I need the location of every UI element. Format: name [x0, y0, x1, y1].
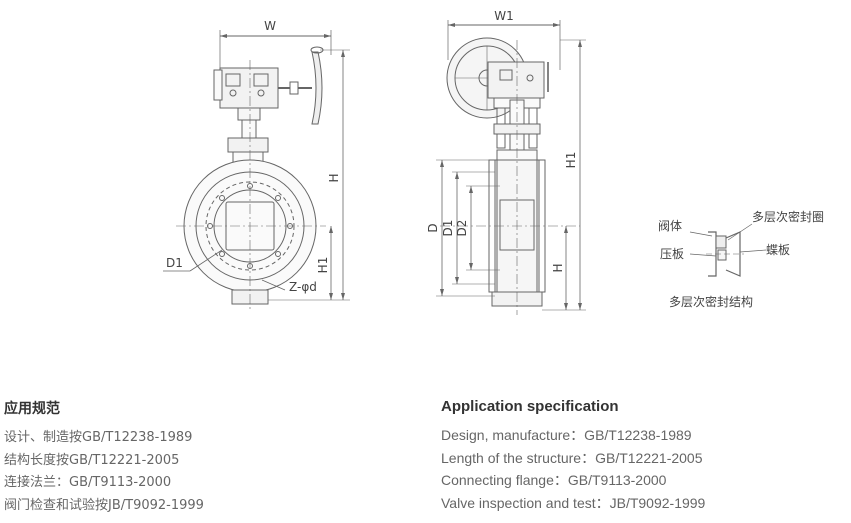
dim-d1-side-label: D1 — [441, 220, 455, 237]
spec-en-line: Valve inspection and test：JB/T9092-1999 — [441, 494, 706, 511]
dim-bolts-label: Z-φd — [289, 280, 317, 294]
dim-w1-label: W1 — [494, 9, 514, 23]
seal-label-press-plate: 压板 — [660, 247, 684, 261]
seal-detail: 阀体 多层次密封圈 压板 蝶板 多层次密封结构 — [658, 209, 824, 309]
spec-en-line: Connecting flange：GB/T9113-2000 — [441, 472, 667, 488]
dim-h1-label: H1 — [316, 257, 330, 274]
side-view: W1 D — [426, 9, 586, 315]
seal-label-disc: 蝶板 — [766, 242, 790, 257]
dim-h1-side-label: H1 — [564, 152, 578, 169]
spec-cn-line: 阀门检查和试验按JB/T9092-1999 — [4, 497, 204, 513]
spec-cn-line: 连接法兰：GB/T9113-2000 — [4, 475, 172, 490]
handwheel-edge — [311, 51, 323, 125]
spec-cn-title: 应用规范 — [4, 401, 60, 417]
seal-caption: 多层次密封结构 — [669, 294, 753, 309]
dim-h-label: H — [327, 173, 341, 182]
spec-en-title: Application specification — [441, 398, 619, 415]
dim-d1-label: D1 — [166, 256, 183, 270]
spec-cn-line: 设计、制造按GB/T12238-1989 — [4, 430, 193, 445]
valve-technical-drawing: W — [163, 9, 824, 315]
dim-d2-label: D2 — [455, 220, 469, 237]
spec-en-line: Length of the structure：GB/T12221-2005 — [441, 449, 703, 466]
front-view: W — [163, 19, 350, 310]
dim-h-side-label: H — [551, 263, 565, 272]
spec-chinese: 应用规范 设计、制造按GB/T12238-1989 结构长度按GB/T12221… — [4, 398, 204, 517]
dim-d-label: D — [426, 223, 440, 232]
dim-w-label: W — [264, 19, 276, 33]
seal-label-ring: 多层次密封圈 — [752, 209, 824, 224]
spec-cn-line: 结构长度按GB/T12221-2005 — [4, 452, 180, 468]
spec-en-line: Design, manufacture：GB/T12238-1989 — [441, 427, 692, 443]
spec-english: Application specification Design, manufa… — [441, 398, 705, 514]
seal-label-body: 阀体 — [658, 219, 682, 233]
